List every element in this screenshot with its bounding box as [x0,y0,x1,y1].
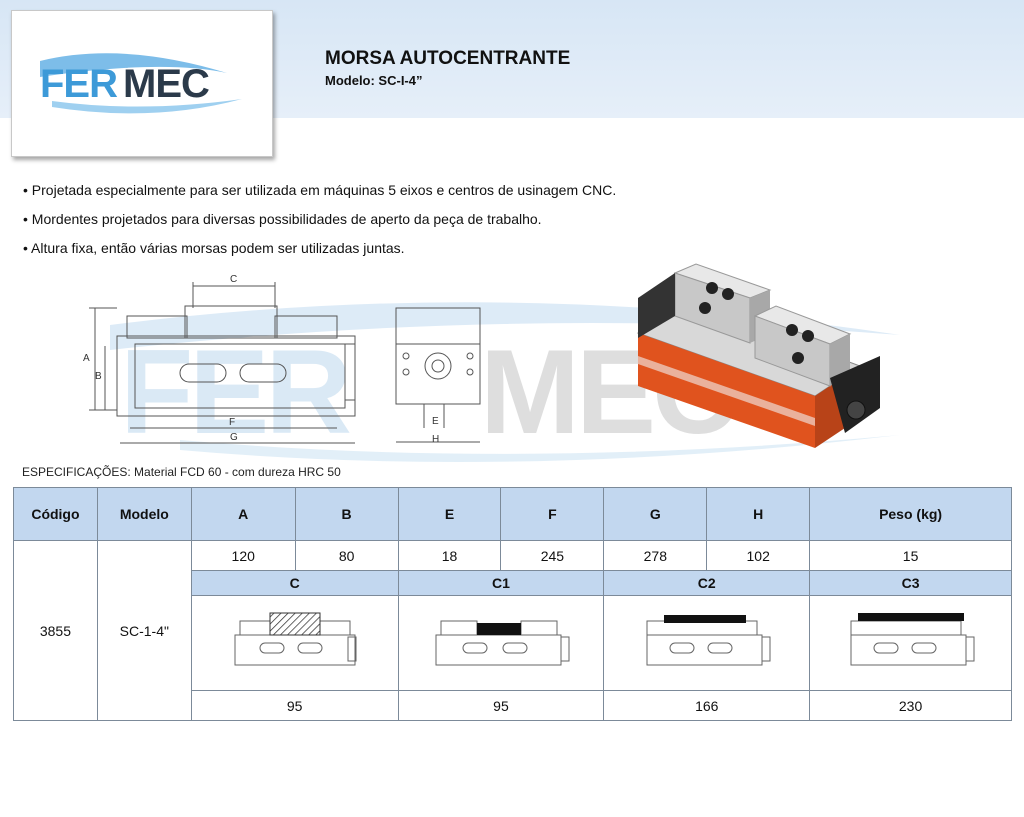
dim-label-c: C [230,274,237,285]
dim-label-g: G [230,432,238,443]
dim-label-a: A [83,353,90,364]
jaw-value-c: 95 [190,690,399,721]
col-header-b: B [294,487,399,541]
brand-logo: FER MEC [11,10,273,157]
jaw-header-c: C [190,570,399,596]
specs-caption: ESPECIFICAÇÕES: Material FCD 60 - com du… [22,465,341,479]
feature-item: Altura fixa, então várias morsas podem s… [23,234,616,263]
value-f: 245 [500,540,605,571]
jaw-value-row: 95 95 166 230 [14,690,1012,721]
feature-list: Projetada especialmente para ser utiliza… [23,176,616,263]
svg-text:FER: FER [40,62,118,106]
side-view-drawing: E H [395,307,481,445]
col-header-g: G [603,487,708,541]
jaw-value-c1: 95 [397,690,605,721]
col-header-peso: Peso (kg) [809,487,1012,541]
jaw-value-c2: 166 [603,690,811,721]
jaw-header-c3: C3 [809,570,1012,596]
jaw-c-image [190,595,399,691]
dim-label-b: B [95,371,102,382]
value-a: 120 [190,540,296,571]
modelo-cell: SC-1-4" [96,540,192,721]
dim-label-f: F [229,417,235,428]
front-view-drawing: A B C F G [83,274,356,444]
jaw-header-c1: C1 [397,570,605,596]
jaw-header-row: C C1 C2 C3 [14,570,1012,596]
value-e: 18 [397,540,502,571]
svg-text:MEC: MEC [123,62,209,106]
jaw-header-c2: C2 [603,570,811,596]
jaw-c3-image [809,595,1012,691]
feature-item: Mordentes projetados para diversas possi… [23,205,616,234]
col-header-h: H [706,487,811,541]
codigo-cell: 3855 [13,540,98,721]
spec-table: Código Modelo A B E F G H Peso (kg) 3855… [13,487,1012,721]
dim-label-h: H [432,434,439,445]
jaw-c1-image [397,595,605,691]
model-subtitle: Modelo: SC-I-4” [325,73,423,88]
value-g: 278 [603,540,708,571]
svg-text:FER: FER [120,325,350,459]
value-b: 80 [294,540,399,571]
value-peso: 15 [809,540,1012,571]
col-header-a: A [190,487,296,541]
table-header-row: Código Modelo A B E F G H Peso (kg) [13,487,1012,541]
jaw-value-c3: 230 [809,690,1012,721]
col-header-f: F [500,487,605,541]
page-title: MORSA AUTOCENTRANTE [325,48,571,69]
col-header-e: E [397,487,502,541]
feature-item: Projetada especialmente para ser utiliza… [23,176,616,205]
jaw-c2-image [603,595,811,691]
col-header-modelo: Modelo [96,487,192,541]
col-header-codigo: Código [13,487,98,541]
table-row: 3855 SC-1-4" 120 80 18 245 278 102 15 [13,540,1012,721]
dim-label-e: E [432,416,439,427]
value-h: 102 [706,540,811,571]
vise-product-image [636,263,880,448]
